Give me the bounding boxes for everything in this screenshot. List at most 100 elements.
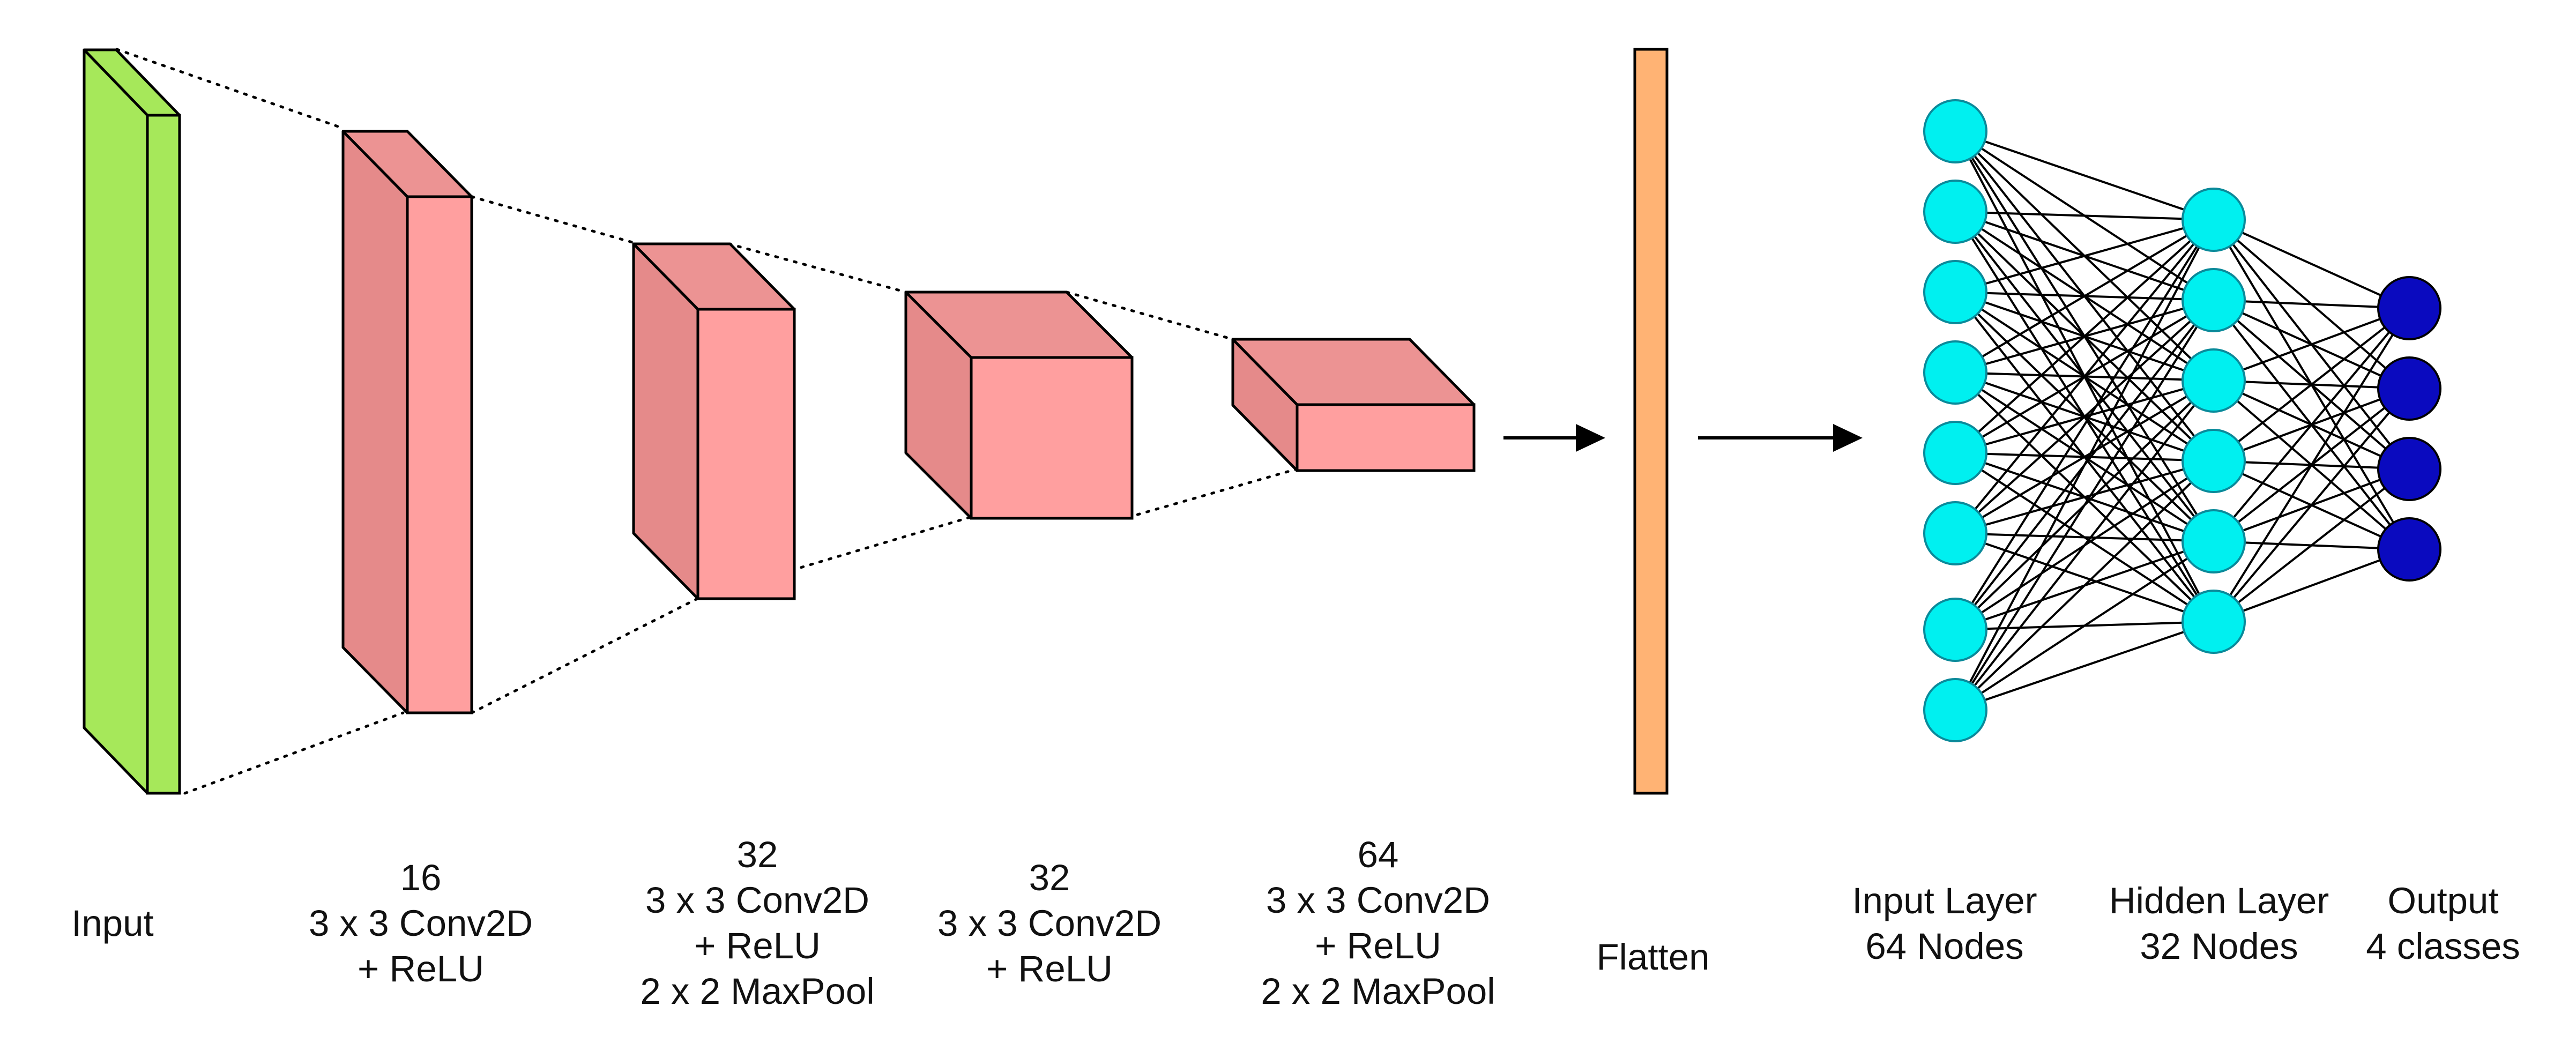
dotted-connector-7 — [1065, 290, 1234, 341]
arrow-to-flatten-head — [1576, 424, 1605, 452]
edge-input-hidden-13 — [1955, 219, 2214, 293]
input-node-4 — [1923, 340, 1987, 405]
label-flatten-line: Flatten — [1596, 936, 1710, 978]
edge-input-hidden-46 — [1954, 460, 2215, 711]
edge-hidden-output-5 — [2213, 299, 2410, 309]
input-node-7 — [1923, 598, 1987, 662]
edge-hidden-output-22 — [2213, 388, 2410, 623]
input-node-6 — [1923, 501, 1987, 565]
edge-input-hidden-45 — [1954, 379, 2215, 711]
label-conv4-line: 64 — [1357, 834, 1399, 875]
fc-edges — [1954, 130, 2410, 711]
edge-input-hidden-34 — [1955, 460, 2214, 534]
output-node-3 — [2377, 437, 2441, 501]
input-slab-front — [146, 114, 181, 795]
label-conv1: 16 3 x 3 Conv2D+ ReLU — [309, 855, 533, 992]
dotted-connector-4 — [470, 596, 701, 714]
input-node-2 — [1923, 180, 1987, 244]
input-node-3 — [1923, 260, 1987, 324]
label-input-layer-line: Input Layer — [1852, 880, 2037, 921]
label-hidden-layer-line: Hidden Layer — [2109, 880, 2329, 921]
edge-input-hidden-7 — [1955, 211, 2214, 221]
conv1-block-front — [406, 195, 473, 714]
edge-hidden-output-23 — [2213, 468, 2410, 623]
dotted-connector-2 — [183, 711, 405, 795]
arrow-to-fc-head — [1833, 424, 1863, 452]
label-conv2-line: 2 x 2 MaxPool — [640, 971, 875, 1012]
label-conv2: 32 3 x 3 Conv2D+ ReLU 2 x 2 MaxPool — [640, 832, 874, 1014]
label-conv4-line: + ReLU — [1315, 925, 1441, 966]
label-input: Input — [71, 900, 153, 946]
edge-hidden-output-9 — [2213, 307, 2410, 382]
input-node-5 — [1923, 421, 1987, 485]
edge-hidden-output-21 — [2213, 307, 2410, 623]
edge-input-hidden-37 — [1954, 219, 2215, 631]
label-conv4-line: 2 x 2 MaxPool — [1261, 971, 1495, 1012]
conv4-block-front — [1296, 403, 1476, 472]
label-input-line: Input — [71, 903, 154, 944]
edge-input-hidden-35 — [1955, 532, 2214, 542]
dotted-connector-3 — [470, 195, 639, 245]
conv2-block-front — [696, 308, 796, 600]
label-conv1-line: 16 — [400, 857, 442, 898]
arrow-to-flatten — [1503, 424, 1605, 452]
edge-input-hidden-36 — [1955, 532, 2214, 623]
edge-input-hidden-25 — [1954, 219, 2215, 454]
edge-hidden-output-17 — [2213, 307, 2410, 542]
flow-arrows — [1503, 424, 1863, 452]
label-flatten: Flatten — [1597, 934, 1710, 980]
input-slab — [83, 48, 181, 795]
edge-hidden-output-1 — [2213, 219, 2410, 309]
dotted-connector-1 — [115, 48, 346, 130]
label-conv4: 64 3 x 3 Conv2D+ ReLU 2 x 2 MaxPool — [1261, 832, 1495, 1014]
label-hidden-layer-line: 32 Nodes — [2140, 926, 2298, 967]
flatten-bar — [1633, 48, 1669, 795]
label-conv3: 32 3 x 3 Conv2D+ ReLU — [937, 855, 1162, 992]
label-conv3-line: 32 — [1029, 857, 1070, 898]
label-conv1-line: + ReLU — [358, 948, 484, 989]
edge-input-hidden-1 — [1955, 130, 2214, 221]
output-node-1 — [2377, 276, 2441, 340]
label-conv4-line: 3 x 3 Conv2D — [1265, 880, 1491, 921]
edge-input-hidden-32 — [1954, 299, 2215, 534]
edge-input-hidden-33 — [1954, 379, 2215, 534]
edge-input-hidden-47 — [1954, 540, 2215, 711]
label-output-layer-line: Output — [2387, 880, 2499, 921]
label-conv3-line: + ReLU — [986, 948, 1113, 989]
edge-input-hidden-48 — [1955, 621, 2214, 711]
edge-input-hidden-31 — [1954, 219, 2215, 534]
edge-hidden-output-13 — [2213, 307, 2410, 462]
label-conv2-line: 3 x 3 Conv2D — [645, 880, 870, 921]
conv3-block — [904, 290, 1134, 520]
hidden-node-6 — [2182, 590, 2246, 654]
fc-nodes — [1923, 99, 2441, 742]
edge-hidden-output-24 — [2213, 548, 2410, 623]
output-node-4 — [2377, 517, 2441, 582]
hidden-node-1 — [2182, 188, 2246, 252]
conv2-block — [632, 242, 796, 600]
label-conv3-line: 3 x 3 Conv2D — [937, 903, 1162, 944]
dotted-connector-8 — [1127, 467, 1299, 519]
input-node-8 — [1923, 678, 1987, 742]
label-conv1-line: 3 x 3 Conv2D — [308, 903, 533, 944]
hidden-node-4 — [2182, 429, 2246, 493]
label-conv2-line: 32 — [736, 834, 778, 875]
label-hidden-layer: Hidden Layer 32 Nodes — [2109, 878, 2329, 969]
label-output-layer-line: 4 classes — [2366, 926, 2520, 967]
edge-input-hidden-19 — [1954, 219, 2215, 374]
hidden-node-3 — [2182, 348, 2246, 413]
layer-blocks — [83, 48, 1669, 795]
hidden-node-5 — [2182, 509, 2246, 573]
conv4-block — [1231, 338, 1476, 472]
edge-input-hidden-44 — [1954, 299, 2215, 711]
input-node-1 — [1923, 99, 1987, 163]
conv1-block — [341, 130, 473, 714]
conv3-block-front — [970, 356, 1134, 520]
label-conv2-line: + ReLU — [694, 925, 821, 966]
arrow-to-fc — [1698, 424, 1863, 452]
edge-input-hidden-43 — [1954, 219, 2215, 711]
output-node-2 — [2377, 356, 2441, 421]
